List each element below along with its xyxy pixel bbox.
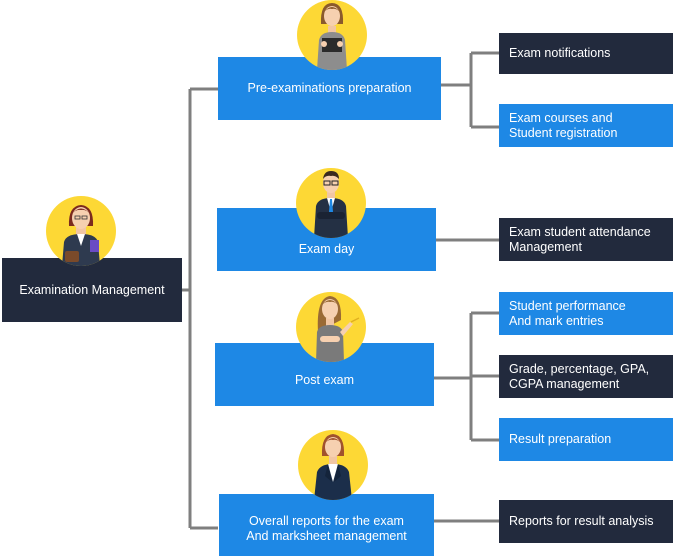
detail-courses-registration: Exam courses and Student registration	[499, 104, 673, 147]
root-label: Examination Management	[19, 282, 165, 297]
detail-exam-notifications: Exam notifications	[499, 33, 673, 74]
detail-label: Grade, percentage, GPA, CGPA management	[509, 361, 650, 391]
detail-attendance: Exam student attendance Management	[499, 218, 673, 261]
detail-grade-management: Grade, percentage, GPA, CGPA management	[499, 355, 673, 398]
stage-overall-reports: Overall reports for the exam And markshe…	[219, 494, 434, 556]
detail-label: Student performance And mark entries	[509, 298, 626, 328]
woman-presenter-avatar	[297, 0, 367, 70]
root-node: Examination Management	[2, 258, 182, 322]
man-glasses-avatar	[296, 168, 366, 238]
stage-label: Pre-examinations preparation	[247, 81, 412, 95]
detail-label: Exam courses and Student registration	[509, 110, 618, 140]
detail-label: Exam notifications	[509, 46, 611, 60]
stage-label: Exam day	[298, 242, 355, 256]
stage-label: Post exam	[294, 373, 355, 387]
woman-suit-avatar	[298, 430, 368, 500]
detail-label: Result preparation	[509, 432, 612, 446]
detail-label: Reports for result analysis	[509, 514, 654, 528]
detail-result-preparation: Result preparation	[499, 418, 673, 461]
woman-thinking-avatar	[296, 292, 366, 362]
woman-briefcase-avatar	[46, 196, 116, 266]
stage-label: Overall reports for the exam And markshe…	[246, 514, 407, 543]
detail-label: Exam student attendance Management	[509, 224, 651, 254]
detail-result-analysis: Reports for result analysis	[499, 500, 673, 543]
detail-performance: Student performance And mark entries	[499, 292, 673, 335]
stage-exam-day: Exam day	[217, 208, 436, 271]
